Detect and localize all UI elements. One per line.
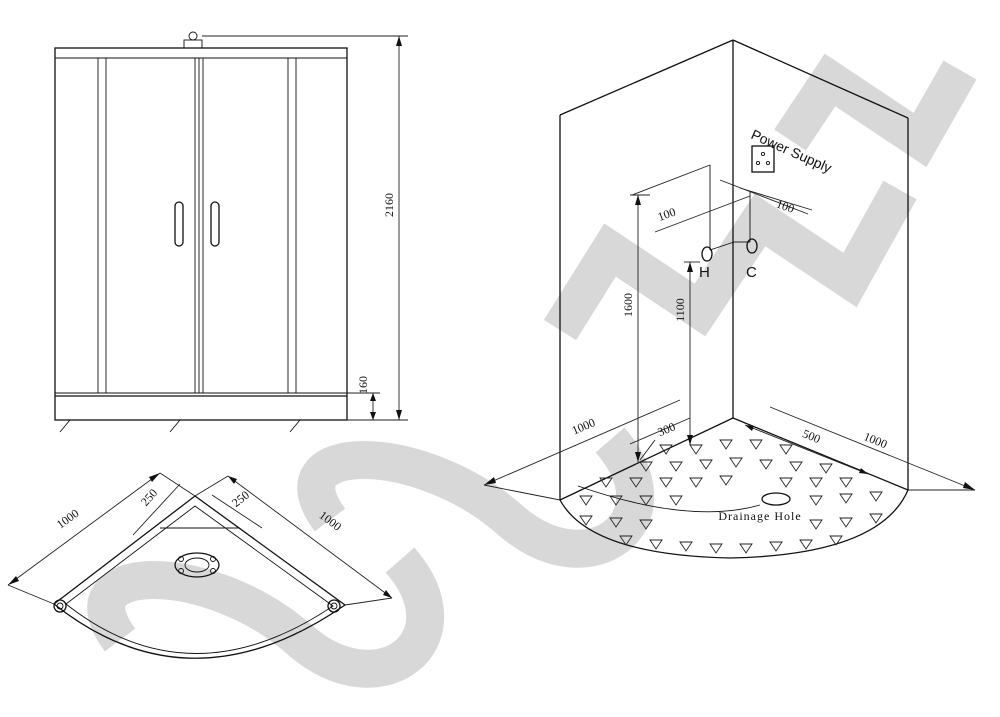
tray-foot-right	[327, 599, 341, 613]
door-handle-right	[210, 201, 220, 247]
shower-head-fitting	[183, 39, 203, 49]
drain-offset-left-label: 300	[655, 419, 677, 439]
power-height-label: 1600	[621, 293, 635, 317]
valve-height-label: 1100	[673, 298, 687, 322]
cold-outlet-label: C	[746, 264, 757, 281]
cold-water-outlet	[746, 238, 758, 254]
power-socket-icon	[751, 145, 775, 173]
base-height-label: 160	[356, 376, 370, 394]
tray-side-left-label: 1000	[54, 506, 82, 531]
tray-front-curve	[559, 489, 909, 559]
tray-foot-left	[53, 599, 67, 613]
drainage-hole-label: Drainage Hole	[718, 509, 801, 523]
offset-left-label: 100	[656, 205, 678, 224]
watermark-logo	[87, 53, 977, 688]
height-total-label: 2160	[382, 193, 396, 217]
drainage-hole	[761, 492, 791, 506]
floor-left-label: 1000	[570, 415, 598, 437]
hot-outlet-label: H	[699, 264, 710, 281]
hot-water-outlet	[701, 246, 713, 262]
front-elevation: 2160 160	[54, 31, 408, 433]
offset-right-label: 100	[775, 197, 797, 216]
tray-texture-pattern	[579, 439, 883, 554]
door-handle-left	[174, 201, 184, 247]
drain-offset-right-label: 500	[801, 426, 823, 446]
tray-drain	[174, 552, 220, 578]
tray-offset-left-label: 250	[138, 486, 160, 509]
floor-right-label: 1000	[862, 429, 889, 451]
